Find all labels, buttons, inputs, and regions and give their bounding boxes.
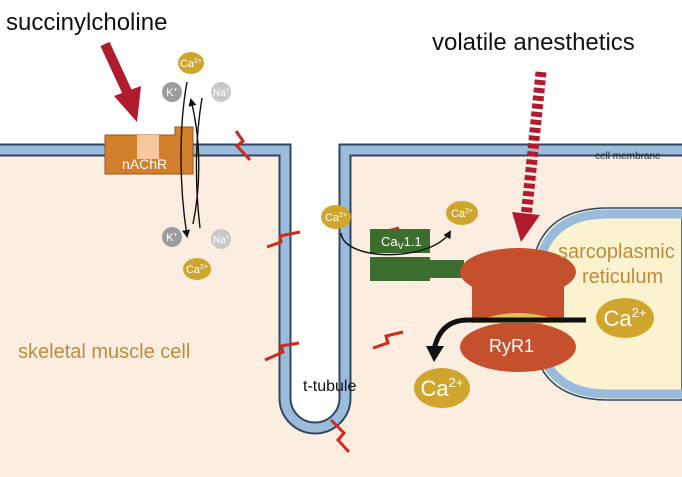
calcium-ion: Ca2+ xyxy=(596,298,654,338)
nachr-receptor: nAChR xyxy=(104,126,194,175)
svg-text:Ca2+: Ca2+ xyxy=(451,208,473,220)
nachr-label: nAChR xyxy=(122,156,167,172)
svg-text:Ca2+: Ca2+ xyxy=(604,305,647,331)
succinylcholine-label: succinylcholine xyxy=(6,9,167,36)
calcium-ion: Ca2+ xyxy=(178,52,204,74)
svg-text:Ca2+: Ca2+ xyxy=(186,264,208,276)
sodium-ion: Na+ xyxy=(211,229,231,249)
sr-calcium-release-head xyxy=(426,346,444,362)
calcium-ion: Ca2+ xyxy=(446,201,478,225)
cav-label: CaV1.1 xyxy=(381,234,422,251)
calcium-ion: Ca2+ xyxy=(414,368,470,408)
sr-calcium-release xyxy=(431,317,586,351)
volatile-anesthetics-arrow xyxy=(512,71,547,242)
skeletal-muscle-cell-label: skeletal muscle cell xyxy=(18,341,190,363)
svg-text:Na+: Na+ xyxy=(213,88,230,99)
sarcoplasmic-reticulum-label-line2: reticulum xyxy=(582,266,663,288)
calcium-ion: Ca2+ xyxy=(321,205,351,229)
volatile-anesthetics-label: volatile anesthetics xyxy=(432,29,635,56)
svg-text:K+: K+ xyxy=(166,232,177,244)
cav-channel: CaV1.1 xyxy=(370,229,464,281)
svg-text:Na+: Na+ xyxy=(213,235,230,246)
ryr1-channel: RyR1 xyxy=(460,248,576,372)
potassium-ion: K+ xyxy=(162,82,182,102)
calcium-ion: Ca2+ xyxy=(183,258,211,280)
ryr1-label: RyR1 xyxy=(489,336,534,356)
nachr-ion-flow xyxy=(180,81,203,238)
svg-text:Ca2+: Ca2+ xyxy=(325,212,347,224)
svg-text:Ca2+: Ca2+ xyxy=(421,375,464,401)
svg-text:K+: K+ xyxy=(166,87,177,99)
potassium-ion: K+ xyxy=(162,227,182,247)
sodium-ion: Na+ xyxy=(211,82,231,102)
svg-text:Ca2+: Ca2+ xyxy=(180,58,202,70)
sarcoplasmic-reticulum-label: sarcoplasmic xyxy=(558,241,675,263)
t-tubule-label: t-tubule xyxy=(303,378,356,395)
succinylcholine-arrow xyxy=(100,41,141,122)
cell-membrane-fill xyxy=(0,145,682,433)
cav-calcium-flow xyxy=(340,230,452,256)
cell-membrane-label: cell membrane xyxy=(595,151,661,162)
